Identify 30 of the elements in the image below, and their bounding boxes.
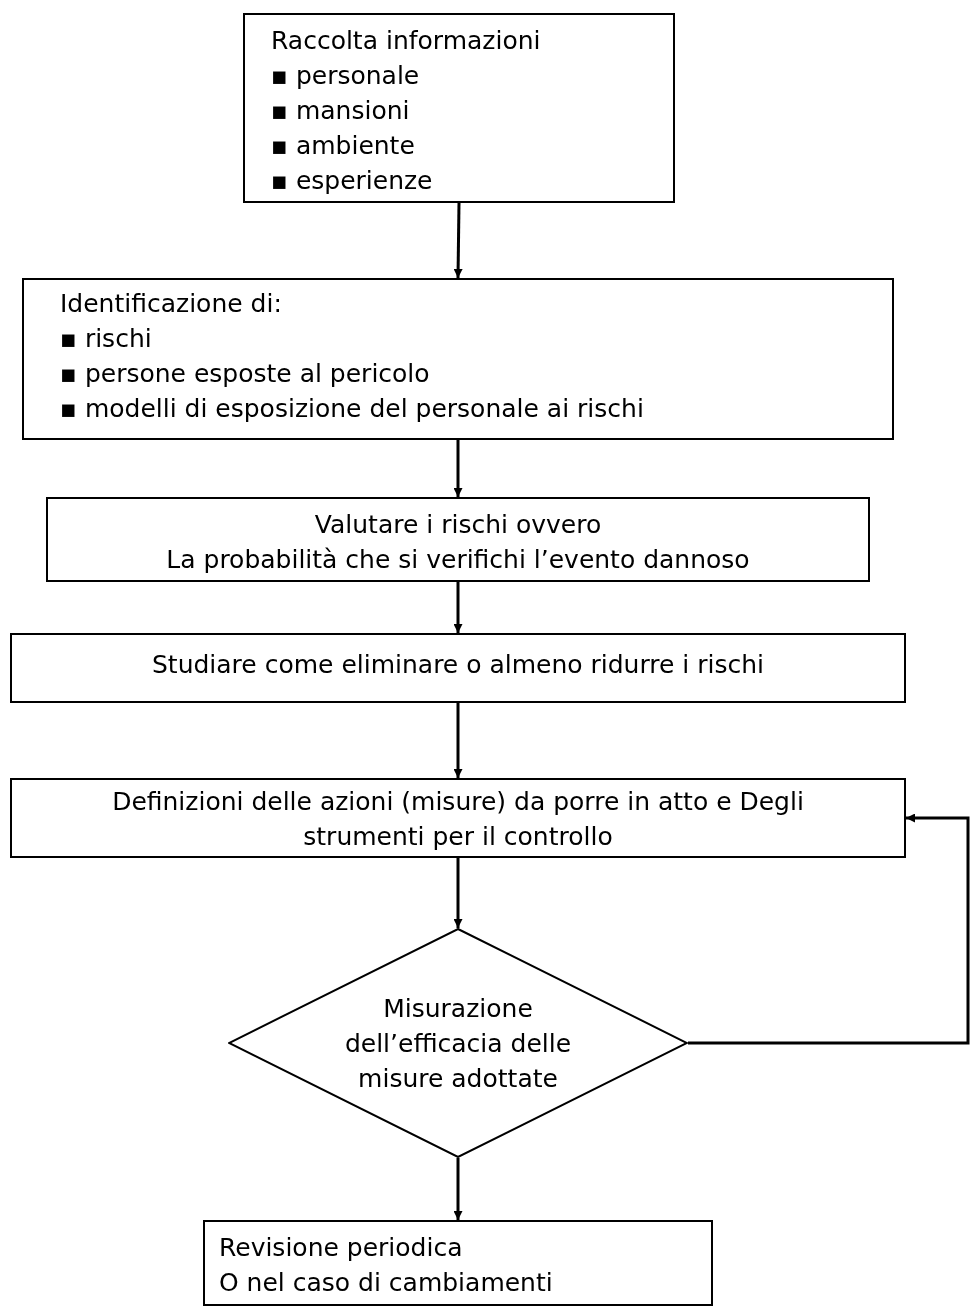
arrow [453,1158,463,1220]
process-box [46,497,870,582]
arrow [453,858,463,928]
box-text: Revisione periodica [219,1232,464,1264]
box-text: Studiare come eliminare o almeno ridurre i rischi [150,649,766,681]
bullet-item: ▪ personale [271,60,421,92]
bullet-item: ▪ rischi [60,323,153,355]
process-box [243,13,675,203]
box-text: O nel caso di cambiamenti [219,1267,554,1299]
process-box [203,1220,713,1306]
box-text: Definizioni delle azioni (misure) da porre in atto e Degli strumenti per il controllo [111,786,805,853]
arrow [453,703,463,778]
bullet-item: ▪ persone esposte al pericolo [60,358,431,390]
box-text: Valutare i rischi ovvero [313,509,603,541]
decision-text: Misurazione dell’efficacia delle misure adottate [343,992,573,1095]
decision-diamond [228,928,688,1158]
bullet-item: ▪ mansioni [271,95,411,127]
process-box [10,633,906,703]
process-box [10,778,906,858]
bullet-item: ▪ ambiente [271,130,416,162]
arrow [688,813,970,1045]
bullet-item: ▪ modelli di esposizione del personale ai rischi [60,393,645,425]
box-heading: Identificazione di: [60,288,283,320]
arrow [453,440,463,497]
arrow [453,582,463,633]
bullet-item: ▪ esperienze [271,165,434,197]
process-box [22,278,894,440]
arrow [453,202,463,279]
box-text: La probabilità che si verifichi l’evento dannoso [165,544,751,576]
box-heading: Raccolta informazioni [271,25,542,57]
